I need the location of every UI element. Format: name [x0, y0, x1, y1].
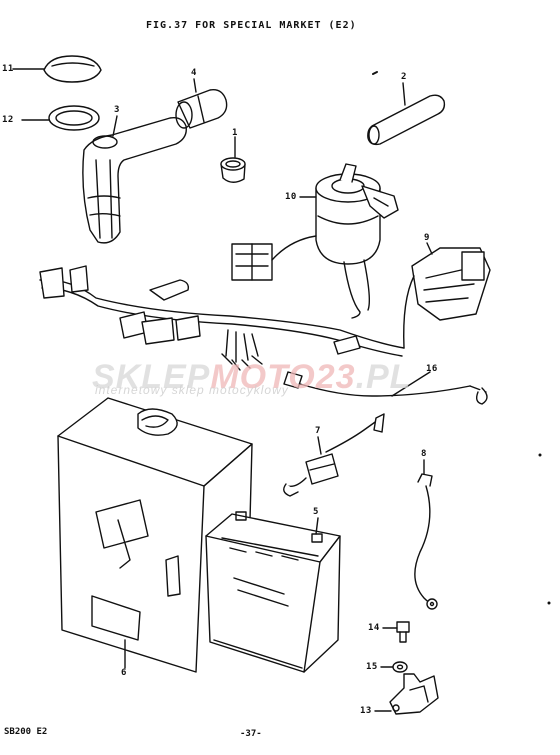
- leader-9: [426, 242, 433, 255]
- page-number: -37-: [240, 729, 262, 739]
- switch-connector: [231, 235, 317, 281]
- part-3-plug-cap: [82, 115, 187, 244]
- callout-7: 7: [315, 426, 321, 436]
- part-15-washer: [380, 661, 408, 673]
- watermark-tagline: internetowy sklep motocyklowy: [95, 383, 289, 397]
- leader-2: [402, 82, 406, 106]
- callout-8: 8: [421, 449, 427, 459]
- callout-6: 6: [121, 668, 127, 678]
- callout-16: 16: [426, 364, 438, 374]
- part-1-collar: [220, 136, 246, 183]
- callout-10: 10: [285, 192, 297, 202]
- part-14-bolt: [382, 621, 410, 643]
- part-13-bracket: [374, 673, 439, 715]
- callout-15: 15: [366, 662, 378, 672]
- watermark-brand-d: .PL: [355, 358, 412, 396]
- model-code: SB200 E2: [4, 727, 48, 737]
- callout-12: 12: [2, 115, 14, 125]
- part-11-cap: [12, 55, 102, 83]
- leader-5: [315, 517, 319, 535]
- callout-1: 1: [232, 128, 238, 138]
- watermark-brand-c: 23: [315, 358, 356, 396]
- callout-4: 4: [191, 68, 197, 78]
- callout-2: 2: [401, 72, 407, 82]
- leader-16: [391, 371, 431, 397]
- watermark-brand: SKLEPMOTO23.PL: [92, 358, 411, 397]
- part-2-tube: [367, 71, 446, 146]
- part-6-battery-case: [57, 397, 253, 673]
- callout-9: 9: [424, 233, 430, 243]
- part-7-relay: [283, 413, 385, 497]
- callout-14: 14: [368, 623, 380, 633]
- watermark-brand-a: SKLEP: [92, 358, 211, 396]
- figure-title: FIG.37 FOR SPECIAL MARKET (E2): [146, 20, 357, 31]
- part-12-ring: [21, 105, 100, 131]
- callout-11: 11: [2, 64, 14, 74]
- callout-5: 5: [313, 507, 319, 517]
- part-9-connector-bundle: [403, 242, 491, 349]
- part-4-sleeve: [175, 78, 228, 129]
- leader-7: [317, 436, 322, 455]
- leader-4: [193, 78, 197, 93]
- part-5-battery: [205, 511, 341, 673]
- main-wiring-harness: [39, 265, 488, 405]
- watermark-brand-b: MOTO: [210, 358, 316, 396]
- part-8-ground-lead: [414, 459, 438, 610]
- callout-3: 3: [114, 105, 120, 115]
- callout-13: 13: [360, 706, 372, 716]
- part-10-ignition-switch: [299, 163, 399, 319]
- leader-3: [112, 115, 118, 137]
